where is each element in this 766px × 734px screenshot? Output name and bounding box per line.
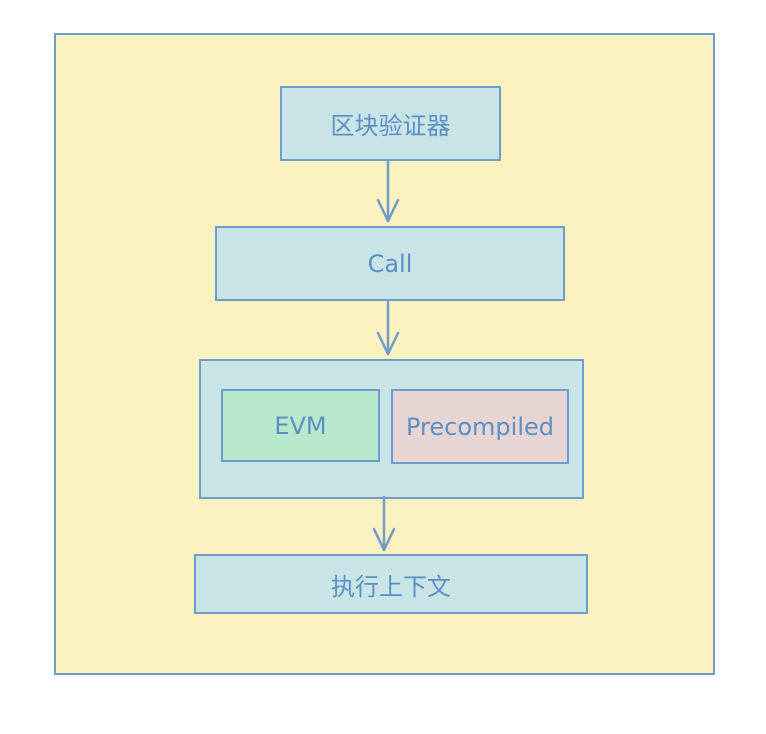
- precompiled-node: Precompiled: [391, 389, 569, 464]
- evm-node: EVM: [221, 389, 380, 462]
- precompiled-label: Precompiled: [406, 412, 554, 441]
- call-node: Call: [215, 226, 565, 301]
- evm-label: EVM: [274, 411, 327, 440]
- block-validator-node: 区块验证器: [280, 86, 501, 161]
- block-validator-label: 区块验证器: [330, 112, 451, 140]
- call-label: Call: [367, 249, 413, 278]
- arrow-group-to-context: [372, 495, 396, 552]
- arrow-validator-to-call: [376, 160, 400, 223]
- arrow-call-to-group: [376, 300, 400, 356]
- execution-context-node: 执行上下文: [194, 554, 588, 614]
- execution-context-label: 执行上下文: [331, 572, 451, 601]
